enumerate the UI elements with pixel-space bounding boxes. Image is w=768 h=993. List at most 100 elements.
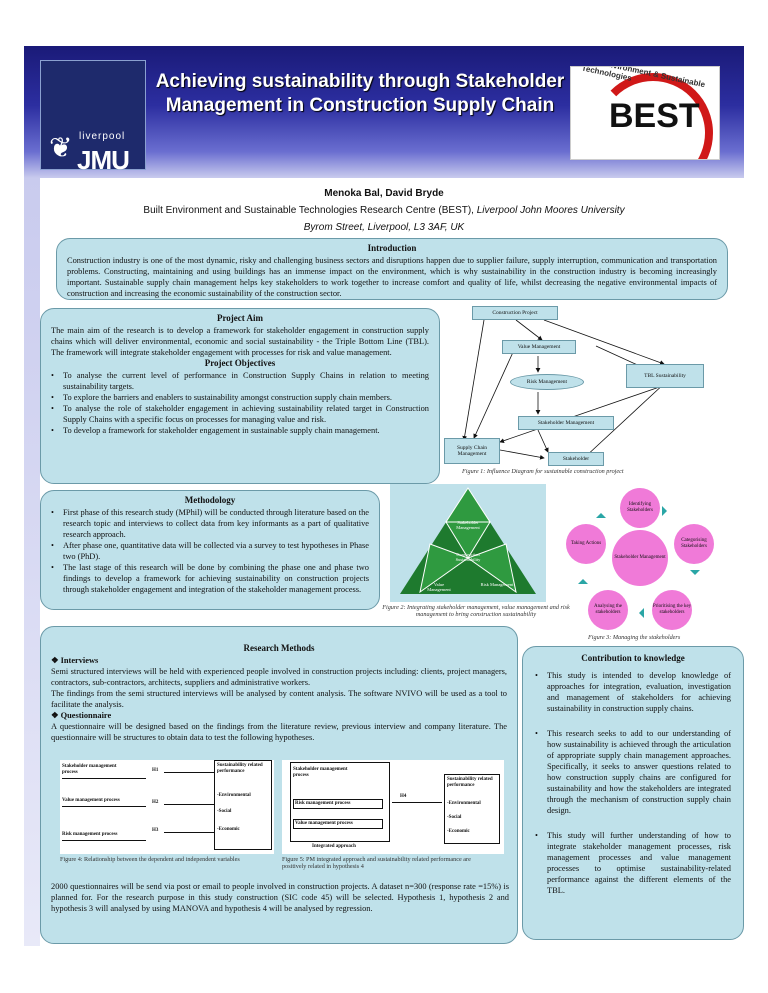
authors-block: Menoka Bal, David Bryde Built Environmen… — [24, 185, 744, 236]
list-item: This research seeks to add to our unders… — [535, 728, 731, 816]
connector-line — [392, 802, 442, 803]
node-risk-management: Risk Management — [510, 374, 584, 390]
interviews-heading: ❖ Interviews — [51, 656, 99, 665]
best-logo: Built Environment & Sustainable Technolo… — [570, 66, 720, 160]
fig4-right-item-1: -Environmental — [217, 793, 251, 798]
divider — [62, 840, 146, 841]
fig2-left-label: Value Management — [427, 582, 451, 592]
introduction-heading: Introduction — [367, 243, 417, 253]
figure-4-diagram: Stakeholder management process Value man… — [60, 760, 274, 854]
methodology-heading: Methodology — [184, 495, 236, 505]
ljmu-logo-small-text: liverpool — [79, 131, 126, 142]
list-item: To develop a framework for stakeholder e… — [51, 425, 429, 436]
fig4-left-item-3: Risk management process — [62, 832, 118, 837]
cycle-arrow-icon — [690, 570, 700, 580]
fig5-right-title: Sustainability related performance — [447, 777, 493, 788]
affiliation-centre: Built Environment and Sustainable Techno… — [143, 205, 474, 216]
list-item: To explore the barriers and enablers to … — [51, 392, 429, 403]
affiliation-university: Liverpool John Moores University — [476, 205, 625, 216]
fig5-right-box: Sustainability related performance -Envi… — [444, 774, 500, 844]
figure-5-diagram: Stakeholder management process Risk mana… — [282, 760, 504, 854]
interviews-text-1: Semi structured interviews will be held … — [51, 667, 507, 687]
connector-line — [164, 772, 214, 773]
list-item: The last stage of this research will be … — [51, 562, 369, 595]
questionnaire-text: A questionnaire will be designed based o… — [51, 722, 507, 742]
project-aim-box: Project Aim The main aim of the research… — [40, 308, 440, 484]
fig4-right-item-2: -Social — [217, 809, 232, 814]
fig3-step-5: Taking Actions — [566, 524, 606, 564]
list-item: This study will further understanding of… — [535, 830, 731, 896]
ljmu-logo: ❦ liverpool JMU — [40, 60, 146, 175]
fig5-bottom: Integrated approach — [312, 844, 356, 849]
methodology-list: First phase of this research study (MPhi… — [51, 507, 369, 595]
fig3-step-2: Categorising Stakeholders — [674, 524, 714, 564]
figure-2-triangle — [400, 487, 536, 594]
cycle-arrow-icon — [634, 608, 644, 618]
figure-2-triangle-diagram: Stakeholder Management Construction Sust… — [390, 484, 546, 602]
figure-4-caption: Figure 4: Relationship between the depen… — [60, 856, 240, 863]
fig5-hyp: H4 — [400, 794, 407, 799]
figure-1-caption: Figure 1: Influence Diagram for sustaina… — [462, 468, 624, 475]
liver-bird-icon: ❦ — [49, 132, 73, 163]
cycle-arrow-icon — [596, 508, 606, 518]
fig2-middle-label: Construction Sustainability — [455, 552, 481, 562]
list-item: This study is intended to develop knowle… — [535, 670, 731, 714]
best-logo-ring — [593, 73, 713, 159]
list-item: To analyse the current level of performa… — [51, 370, 429, 392]
fig5-mid-2: Value management process — [293, 819, 383, 829]
figure-3-caption: Figure 3: Managing the stakeholders — [588, 634, 681, 641]
research-methods-heading: Research Methods — [243, 643, 315, 653]
contribution-list: This study is intended to develop knowle… — [535, 670, 731, 896]
fig5-right-item-2: -Social — [447, 815, 462, 820]
project-aim-text: The main aim of the research is to devel… — [51, 326, 429, 357]
project-objectives-heading: Project Objectives — [204, 358, 276, 368]
cycle-arrow-icon — [662, 506, 672, 516]
node-stakeholder-management: Stakeholder Management — [518, 416, 614, 430]
list-item: To analyse the role of stakeholder engag… — [51, 403, 429, 425]
poster-title: Achieving sustainability through Stakeho… — [155, 71, 565, 116]
introduction-box: Introduction Construction industry is on… — [56, 238, 728, 300]
fig5-left-box: Stakeholder management process Risk mana… — [290, 762, 390, 842]
node-tbl-sustainability: TBL Sustainability — [626, 364, 704, 388]
fig4-hyp-2: H2 — [152, 800, 159, 805]
node-construction-project: Construction Project — [472, 306, 558, 320]
author-names: Menoka Bal, David Bryde — [324, 188, 444, 199]
fig3-center: Stakeholder Management — [612, 530, 668, 586]
divider — [62, 806, 146, 807]
fig2-top-label: Stakeholder Management — [456, 520, 480, 530]
contribution-box: Contribution to knowledge This study is … — [522, 646, 744, 940]
fig4-left-item-2: Value management process — [62, 798, 120, 803]
fig3-step-3: Prioritising the key stakeholders — [652, 590, 692, 630]
connector-line — [164, 832, 214, 833]
fig4-hyp-3: H3 — [152, 828, 159, 833]
figure-5-caption: Figure 5: PM integrated approach and sus… — [282, 856, 471, 870]
fig4-right-box: Sustainability related performance -Envi… — [214, 760, 272, 850]
figure-1-influence-diagram: Construction Project Value Management TB… — [444, 302, 744, 478]
fig5-top: Stakeholder management process — [293, 767, 348, 778]
divider — [62, 778, 146, 779]
fig4-left-item-1: Stakeholder management process — [62, 764, 117, 775]
affiliation: Built Environment and Sustainable Techno… — [24, 202, 744, 219]
questionnaire-heading: ❖ Questionnaire — [51, 711, 112, 720]
fig5-right-item-3: -Economic — [447, 829, 470, 834]
ljmu-logo-text: JMU — [77, 145, 130, 175]
list-item: First phase of this research study (MPhi… — [51, 507, 369, 540]
introduction-text: Construction industry is one of the most… — [67, 256, 717, 298]
fig4-right-item-3: -Economic — [217, 827, 240, 832]
address: Byrom Street, Liverpool, L3 3AF, UK — [303, 222, 465, 233]
figure-2-caption: Figure 2: Integrating stakeholder manage… — [382, 604, 570, 618]
fig5-right-item-1: -Environmental — [447, 801, 481, 806]
research-closing-text: 2000 questionnaires will be send via pos… — [51, 882, 509, 913]
best-logo-word: BEST — [609, 97, 700, 135]
list-item: After phase one, quantitative data will … — [51, 540, 369, 562]
fig3-step-4: Analysing the stakeholders — [588, 590, 628, 630]
node-stakeholder: Stakeholder — [548, 452, 604, 466]
fig2-right-label: Risk Management — [480, 582, 514, 587]
fig4-right-title: Sustainability related performance — [217, 763, 263, 774]
project-aim-heading: Project Aim — [216, 313, 264, 323]
cycle-arrow-icon — [578, 574, 588, 584]
fig5-mid-1: Risk management process — [293, 799, 383, 809]
contribution-heading: Contribution to knowledge — [581, 653, 685, 663]
objectives-list: To analyse the current level of performa… — [51, 370, 429, 436]
interviews-text-2: The findings from the semi structured in… — [51, 689, 507, 709]
